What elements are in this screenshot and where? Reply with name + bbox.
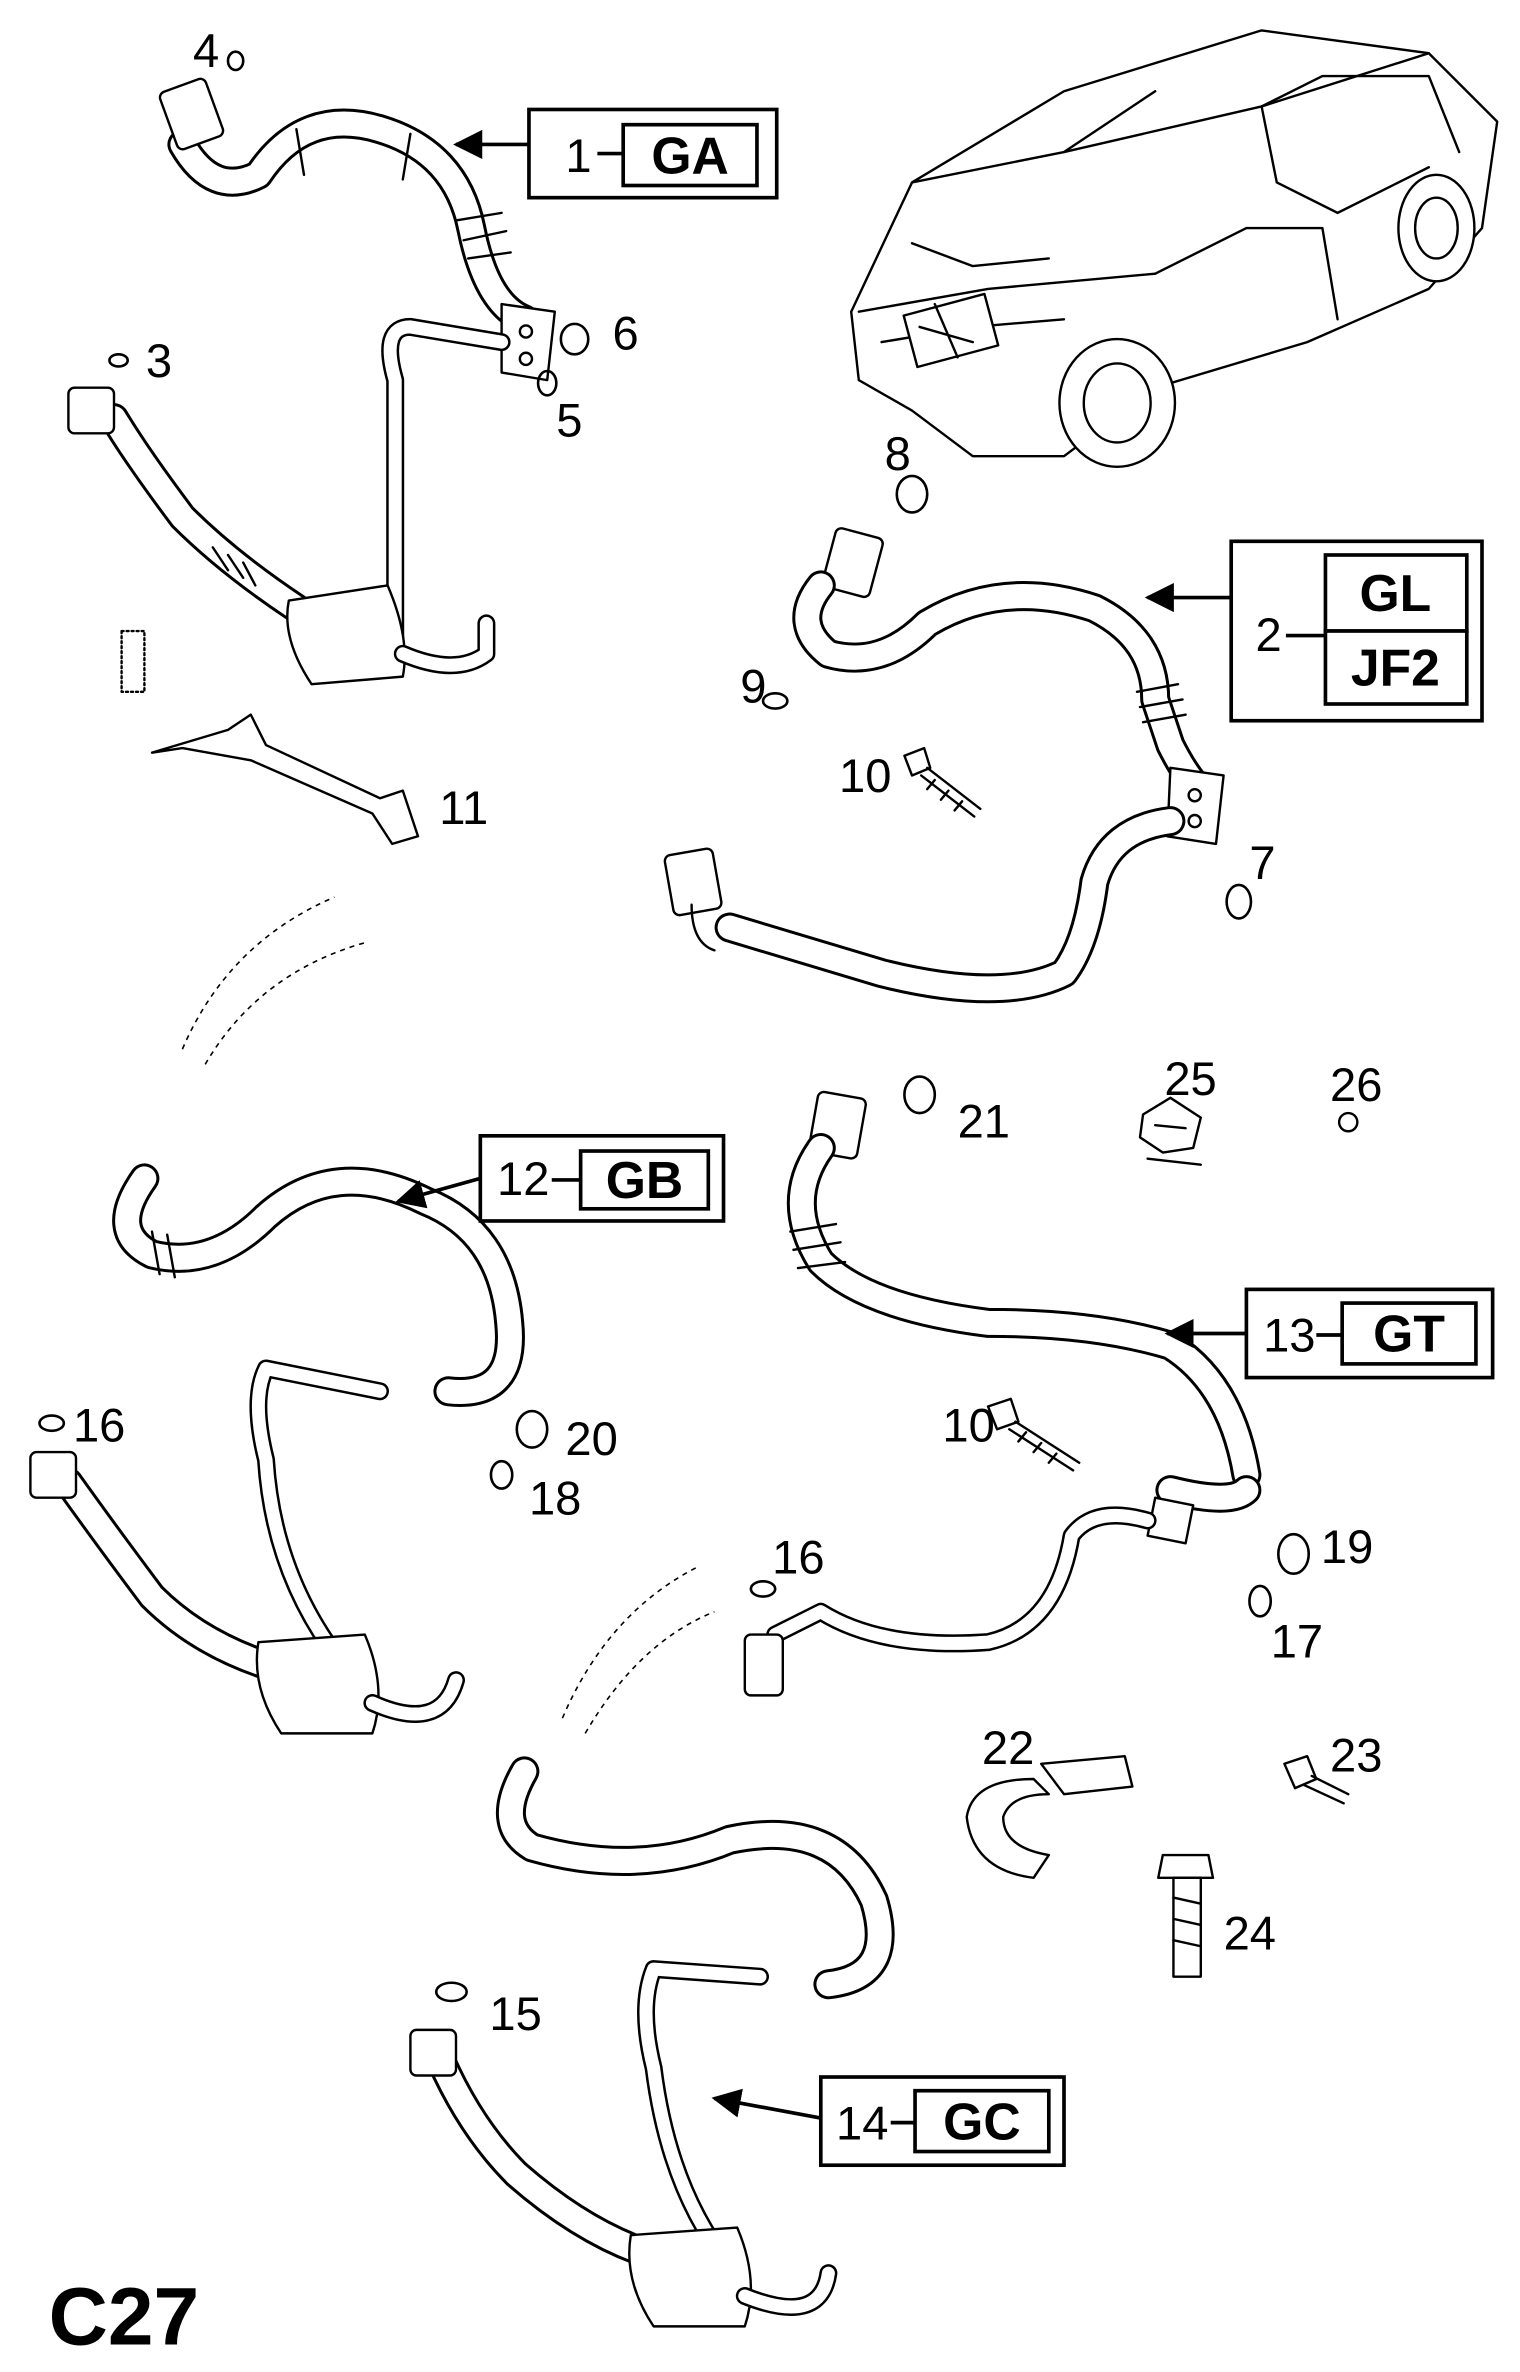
- reference-group-14: 14 GC: [711, 2075, 1066, 2168]
- part-label: 20: [565, 1412, 617, 1465]
- hose-assembly-gl-jf2: [664, 527, 1224, 988]
- assembly-code: GB: [606, 1151, 684, 1209]
- part-label: 16: [772, 1531, 824, 1584]
- part-label: 8: [885, 427, 911, 480]
- part-label: 4: [193, 24, 219, 77]
- part-label: 9: [740, 659, 766, 712]
- part-label: 11: [439, 781, 488, 834]
- part-label: 6: [613, 307, 639, 360]
- assembly-code: GC: [943, 2092, 1021, 2150]
- part-label: 18: [529, 1471, 581, 1524]
- part-label: 19: [1321, 1520, 1373, 1573]
- part-label: 5: [556, 393, 582, 446]
- part-label: 17: [1271, 1614, 1323, 1667]
- reference-group-2: 2 GL JF2: [1144, 539, 1484, 723]
- part-label: 10: [839, 749, 891, 802]
- part-label: 23: [1330, 1728, 1382, 1781]
- reference-group-13: 13 GT: [1164, 1287, 1495, 1380]
- reference-number: 12: [497, 1152, 549, 1205]
- car-illustration: [851, 30, 1497, 466]
- part-label: 16: [73, 1398, 125, 1451]
- reference-group-12: 12 GB: [395, 1133, 726, 1223]
- hose-assembly-gc: [410, 1566, 879, 2326]
- part-label: 26: [1330, 1058, 1382, 1111]
- assembly-code: JF2: [1351, 639, 1440, 697]
- part-label: 7: [1249, 836, 1275, 889]
- hose-assembly-ga: [68, 77, 554, 692]
- part-labels: 4 3 6 5 8 9 10 11 7 25 26 21 10 16 20 18…: [73, 24, 1382, 2040]
- reference-number: 13: [1263, 1309, 1315, 1362]
- bracket-part-11: [152, 715, 418, 844]
- reference-number: 14: [836, 2096, 888, 2149]
- page-code: C27: [49, 2272, 200, 2363]
- assembly-code: GT: [1373, 1305, 1445, 1363]
- part-label: 22: [982, 1721, 1034, 1774]
- assembly-code: GA: [651, 126, 729, 184]
- part-label: 15: [489, 1987, 541, 2040]
- part-label: 10: [942, 1398, 994, 1451]
- small-parts: [40, 52, 1358, 2001]
- reference-number: 2: [1256, 608, 1282, 661]
- part-label: 3: [146, 334, 172, 387]
- hose-assembly-gt: [745, 1091, 1247, 1695]
- part-label: 24: [1224, 1906, 1276, 1959]
- part-label: 21: [958, 1094, 1010, 1147]
- reference-number: 1: [565, 129, 591, 182]
- hose-assembly-gb: [30, 897, 510, 1733]
- part-label: 25: [1164, 1052, 1216, 1105]
- assembly-code: GL: [1359, 564, 1431, 622]
- reference-group-1: 1 GA: [453, 107, 779, 200]
